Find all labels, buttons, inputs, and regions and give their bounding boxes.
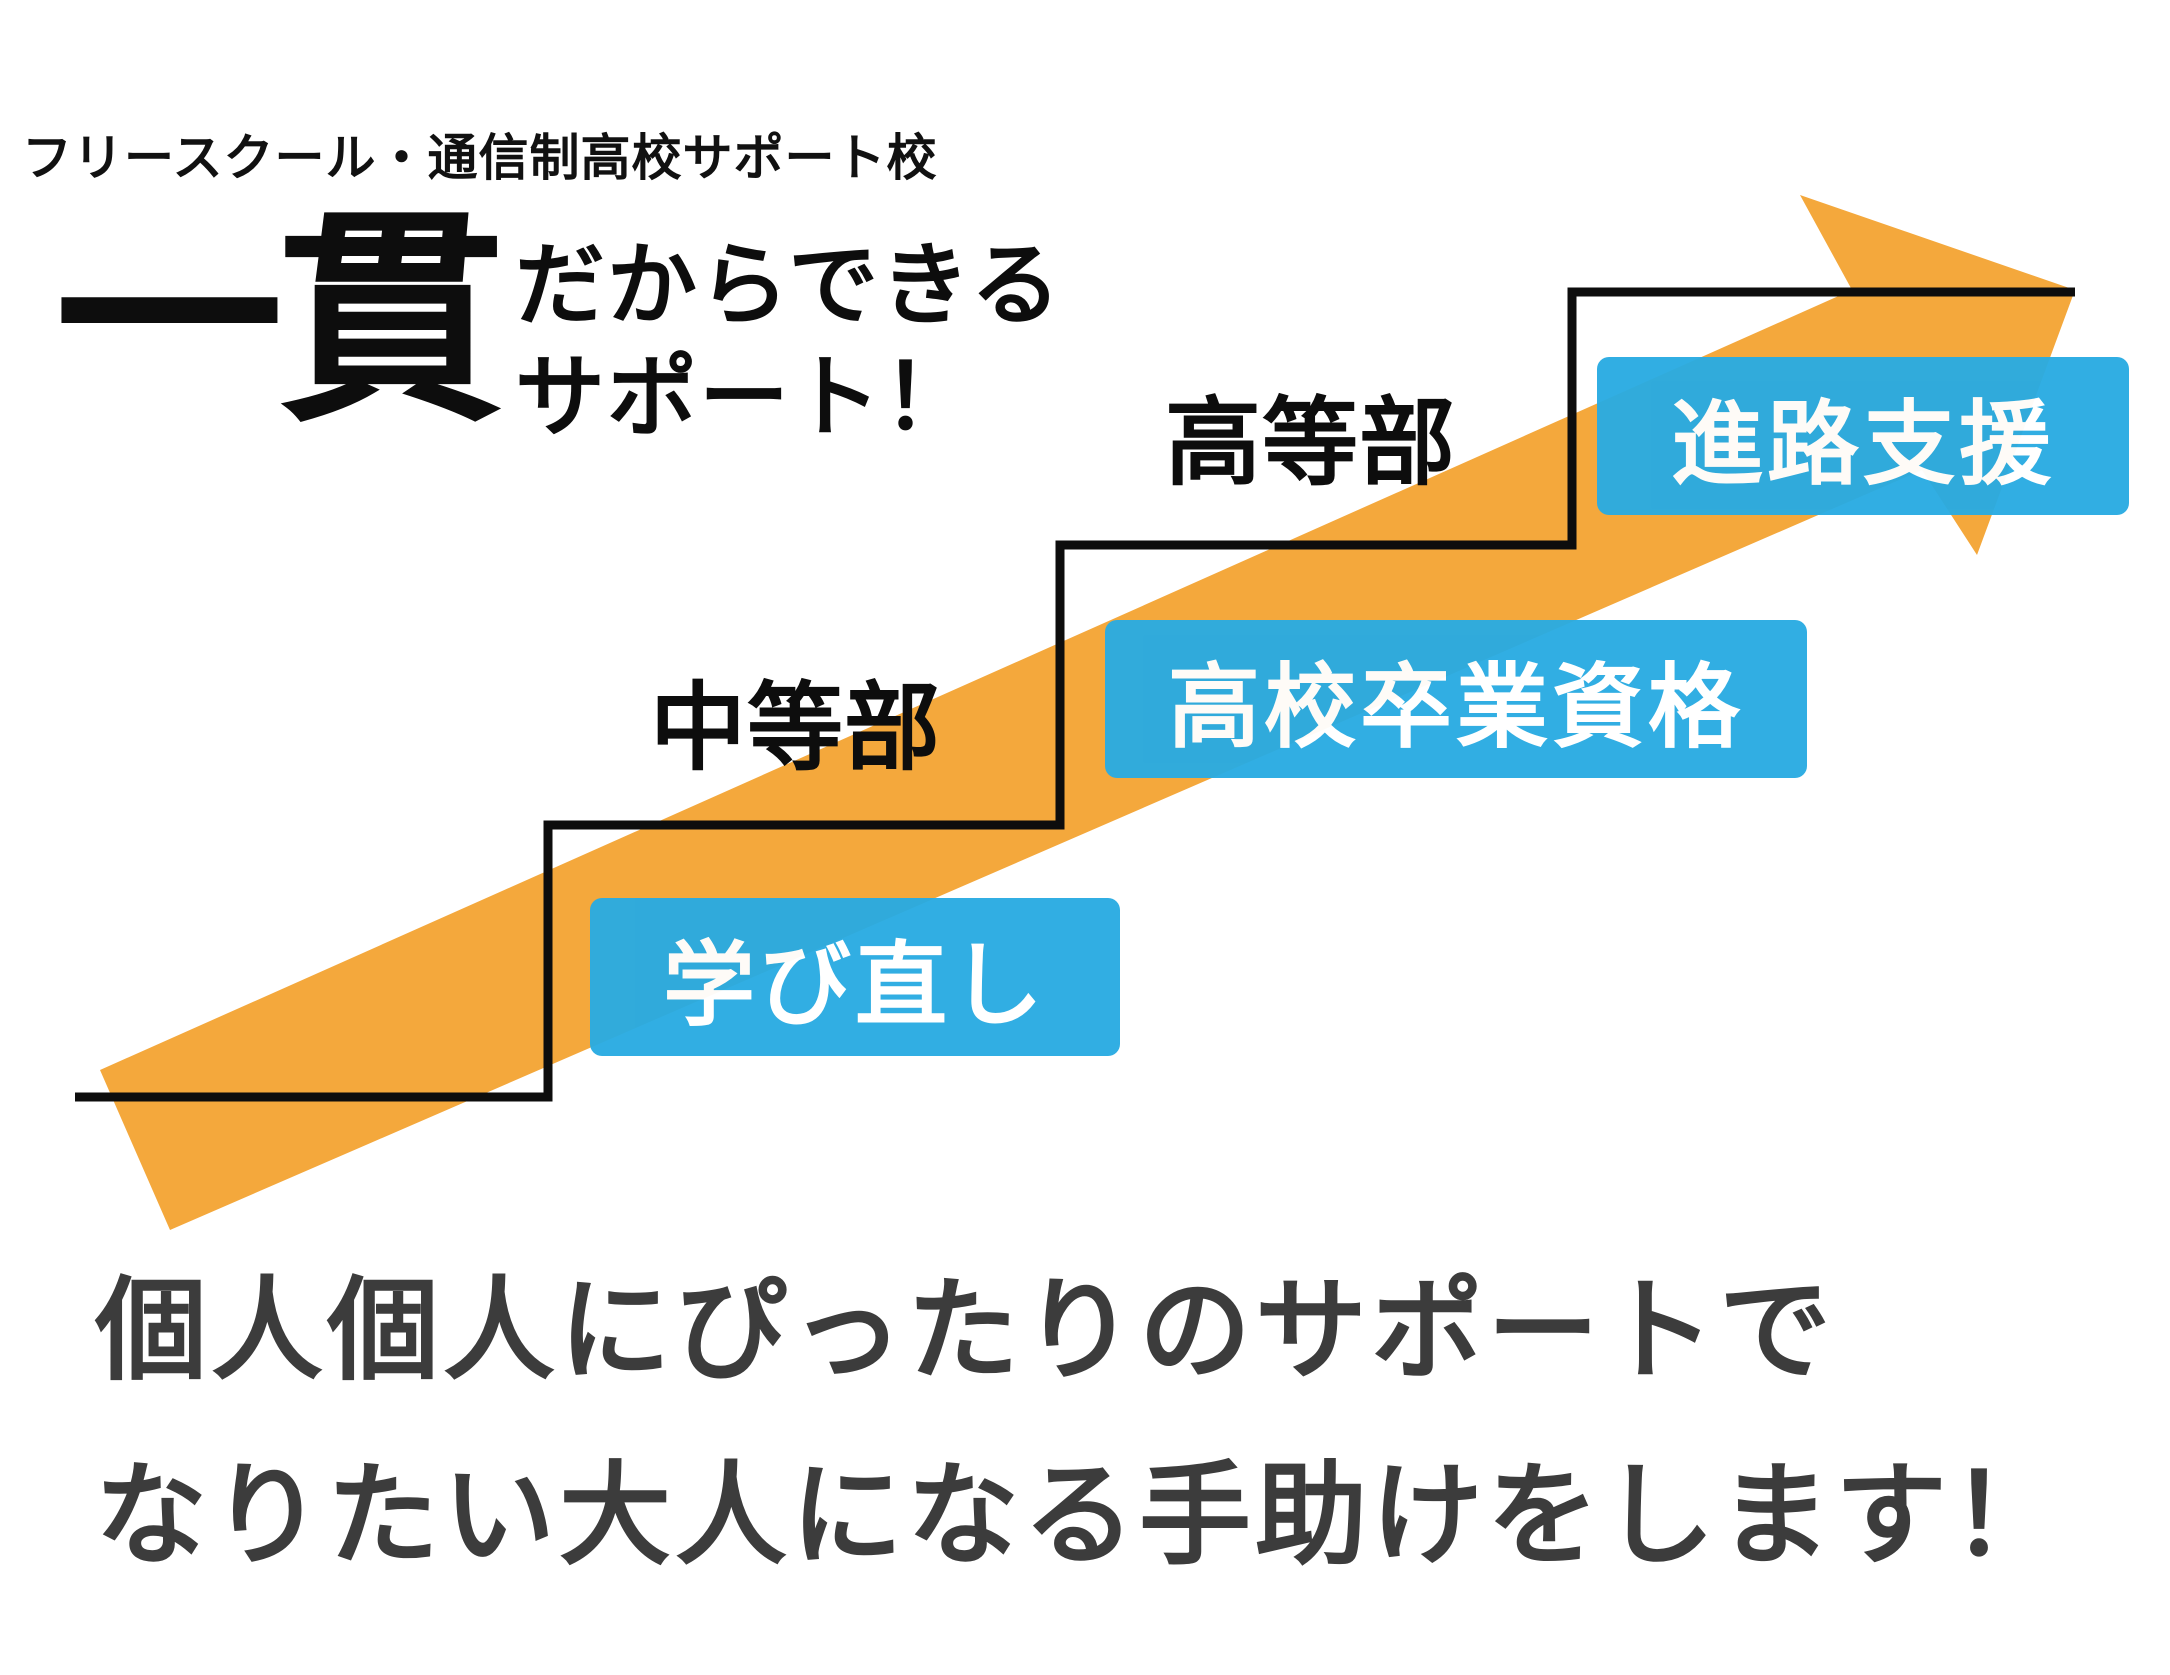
- badge-career-support: 進路支援: [1597, 357, 2129, 515]
- level-label-high: 高等部: [1165, 387, 1456, 499]
- headline: だからできる サポート！: [515, 230, 1063, 454]
- page-subtitle: フリースクール・通信制高校サポート校: [22, 129, 938, 187]
- badge-graduation-qualification: 高校卒業資格: [1105, 620, 1807, 778]
- staircase-line: [75, 287, 2075, 1102]
- headline-line-2: サポート！: [515, 345, 975, 450]
- level-label-middle: 中等部: [650, 672, 941, 784]
- badge-relearning: 学び直し: [590, 898, 1120, 1056]
- message-line-1: 個人個人にぴったりのサポートで: [95, 1265, 1835, 1396]
- message-line-2: なりたい大人になる手助けをします！: [95, 1450, 2067, 1581]
- headline-line-1: だからできる: [515, 233, 1063, 338]
- big-kanji-heading: 一貫: [55, 187, 505, 453]
